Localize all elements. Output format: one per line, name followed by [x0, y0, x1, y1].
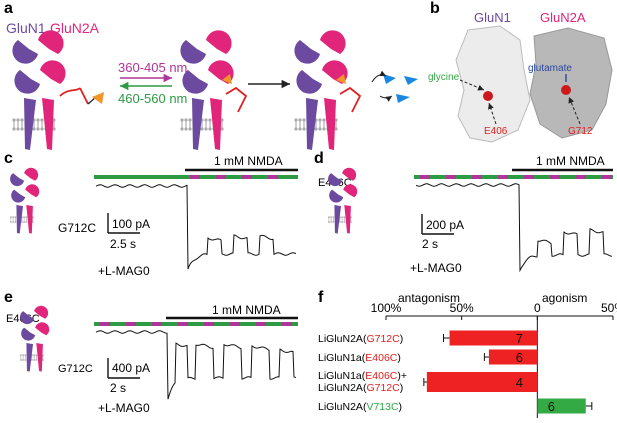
- uv-light-segment: [216, 175, 226, 179]
- category-label: LiGluN1a(E406C)+: [318, 370, 407, 382]
- x-tick-label: 100%: [371, 301, 402, 315]
- uv-light-segment: [498, 175, 508, 179]
- panel-e-agonist: 1 mM NMDA: [212, 303, 281, 317]
- panel-e-light-bar: [94, 322, 298, 326]
- category-label: LiGluN1a(E406C): [318, 352, 401, 364]
- glun1-structure: [455, 25, 531, 143]
- glutamate-icon: [383, 74, 396, 84]
- x-tick-label: 50%: [601, 301, 617, 315]
- receptor-cartoon-c: [10, 168, 39, 234]
- panel-e-compound: +L-MAG0: [98, 401, 150, 415]
- panel-c-scale-time: 2.5 s: [110, 237, 136, 251]
- panel-a-glun2a-label: GluN2A: [50, 20, 100, 36]
- x-tick-label: 0: [534, 301, 541, 315]
- glutamate-icon: [396, 94, 410, 103]
- panel-d-scale-current: 200 pA: [426, 218, 464, 232]
- uv-light-segment: [282, 322, 292, 326]
- uv-light-segment: [242, 175, 252, 179]
- e406-site: [483, 91, 493, 101]
- g712-site: [561, 85, 571, 95]
- g712-label: G712: [568, 126, 593, 137]
- panel-c-agonist: 1 mM NMDA: [214, 154, 283, 168]
- uv-light-segment: [472, 175, 482, 179]
- bar: [537, 398, 586, 414]
- panel-c-mutation: G712C: [58, 221, 96, 235]
- bar: [426, 372, 538, 392]
- bar: [488, 349, 538, 365]
- glutamate-icon: [404, 76, 418, 85]
- receptor-cartoon-1: [12, 30, 65, 150]
- category-label: LiGluN2A(G712C): [318, 333, 403, 345]
- panel-c-current-trace: [95, 184, 297, 270]
- panel-b-glun2a-label: GluN2A: [540, 10, 586, 25]
- x-tick-label: 50%: [450, 301, 474, 315]
- category-label: LiGluN2A(V713C): [318, 401, 402, 413]
- bar: [449, 330, 538, 346]
- panel-d-letter: d: [314, 150, 324, 167]
- visible-light-segment: [94, 322, 298, 326]
- panel-d-light-bar: [414, 175, 613, 179]
- panel-b-letter: b: [430, 0, 440, 17]
- glutamate-label: glutamate: [528, 63, 572, 74]
- uv-light-segment: [190, 175, 200, 179]
- panel-e-letter: e: [4, 289, 13, 306]
- uv-wavelength-label: 360-405 nm: [118, 60, 187, 75]
- uv-light-segment: [576, 175, 586, 179]
- panel-d-compound: +L-MAG0: [410, 261, 462, 275]
- glycine-label: glycine: [428, 72, 460, 83]
- panel-f-letter: f: [318, 289, 324, 306]
- n-label: 6: [548, 399, 555, 414]
- panel-e-mutation2: G712C: [58, 363, 93, 375]
- uv-light-segment: [602, 175, 612, 179]
- uv-light-segment: [550, 175, 560, 179]
- uv-light-segment: [178, 322, 188, 326]
- n-label: 4: [516, 375, 523, 390]
- n-label: 7: [516, 331, 523, 346]
- receptor-cartoon-2: [180, 30, 233, 150]
- visible-wavelength-label: 460-560 nm: [118, 91, 187, 106]
- mag-photoswitch-icon: [336, 74, 346, 84]
- bar-chart: 100%50%050%7LiGluN2A(G712C)6LiGluN1a(E40…: [318, 301, 617, 418]
- uv-light-segment: [204, 322, 214, 326]
- visible-light-segment: [414, 175, 613, 179]
- uv-light-segment: [256, 322, 266, 326]
- uv-light-segment: [100, 322, 110, 326]
- panel-d-scale-time: 2 s: [422, 237, 438, 251]
- antagonism-label: antagonism: [398, 291, 460, 305]
- panel-d-current-trace: [415, 183, 613, 273]
- agonism-label: agonism: [542, 291, 587, 305]
- panel-c-compound: +L-MAG0: [98, 264, 150, 278]
- panel-a-glun1-label: GluN1: [6, 20, 46, 36]
- n-label: 6: [516, 350, 523, 365]
- glun2a-structure: [529, 27, 613, 139]
- e406-label: E406: [484, 126, 508, 137]
- panel-a-letter: a: [4, 0, 13, 17]
- panel-e-scale-time: 2 s: [110, 381, 126, 395]
- panel-e-current-trace: [95, 330, 297, 400]
- mag-photoswitch-icon: [222, 74, 232, 84]
- uv-light-segment: [524, 175, 534, 179]
- panel-c-scale-current: 100 pA: [112, 217, 150, 231]
- panel-c-letter: c: [4, 150, 13, 167]
- panel-e-scale-current: 400 pA: [112, 361, 150, 375]
- uv-light-segment: [446, 175, 456, 179]
- panel-b-glun1-label: GluN1: [474, 10, 511, 25]
- uv-light-segment: [230, 322, 240, 326]
- category-label: LiGluN2A(G712C): [318, 382, 403, 394]
- uv-light-segment: [420, 175, 430, 179]
- uv-light-segment: [152, 322, 162, 326]
- uv-light-segment: [126, 322, 136, 326]
- uv-light-segment: [268, 175, 278, 179]
- panel-d-agonist: 1 mM NMDA: [536, 154, 605, 168]
- receptor-cartoon-3: [294, 30, 347, 150]
- mag-photoswitch-icon: [92, 92, 104, 104]
- panel-c-light-bar: [94, 175, 298, 179]
